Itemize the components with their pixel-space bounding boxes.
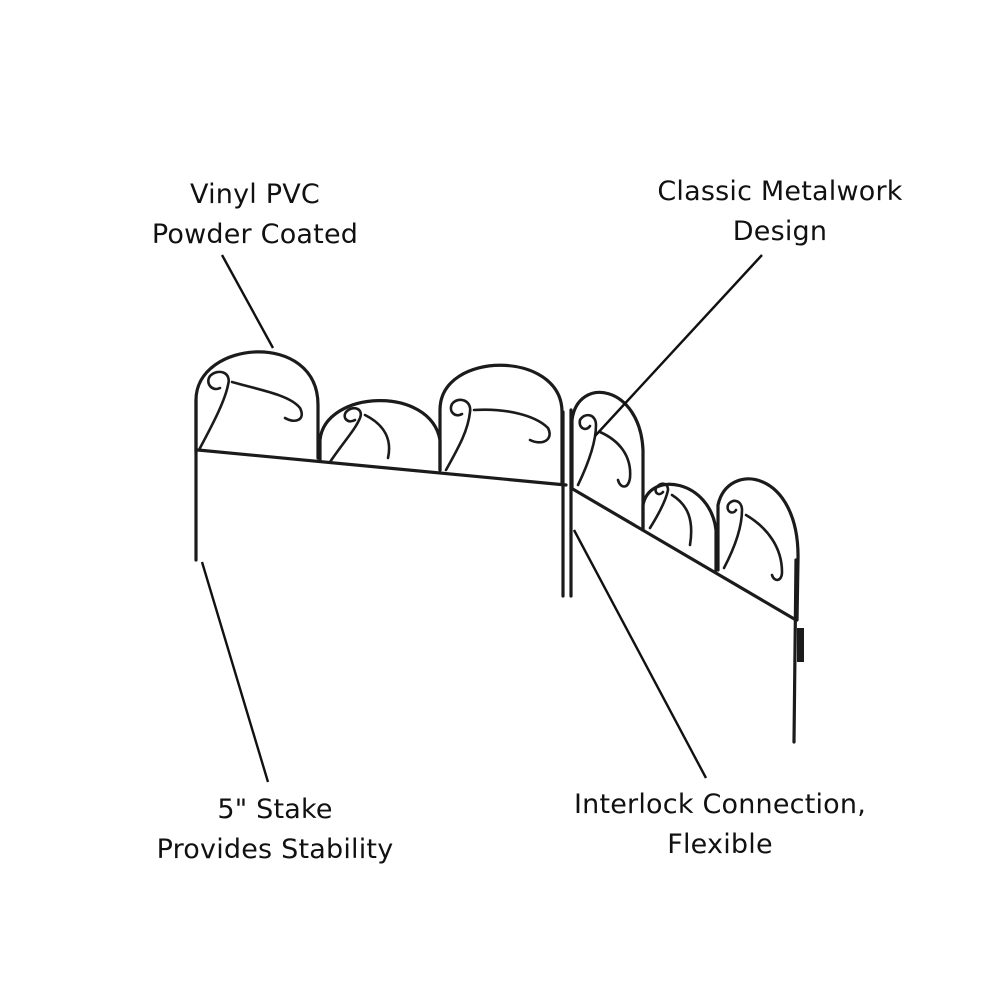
- left-panel-rail: [196, 448, 568, 487]
- right-arch-2: [641, 482, 718, 572]
- leader-line-metal: [594, 254, 763, 437]
- leader-line-lock: [572, 529, 708, 779]
- left-arch-1-scroll: [198, 370, 230, 450]
- right-arch-1-curl: [598, 430, 632, 488]
- right-panel-rail: [569, 486, 798, 622]
- left-arch-2-scroll: [328, 406, 363, 464]
- callout-pvc-coating: Vinyl PVC Powder Coated: [100, 175, 410, 255]
- right-end-clip: [797, 628, 804, 662]
- right-arch-1-scroll: [576, 413, 598, 487]
- callout-stake-line1: 5" Stake: [217, 794, 333, 825]
- right-arch-2-curl: [670, 493, 693, 547]
- left-arch-1: [194, 350, 320, 460]
- right-fence-panel: [569, 390, 804, 744]
- leader-line-pvc: [220, 254, 275, 349]
- left-arch-3: [438, 363, 564, 486]
- right-arch-3: [716, 477, 800, 622]
- callout-interlock: Interlock Connection, Flexible: [540, 785, 900, 865]
- callout-stake: 5" Stake Provides Stability: [120, 790, 430, 870]
- left-arch-2: [318, 399, 442, 472]
- callout-lock-line2: Flexible: [667, 829, 773, 860]
- left-arch-3-curl: [472, 408, 551, 444]
- callout-metal-line1: Classic Metalwork: [657, 176, 903, 207]
- callout-metalwork-design: Classic Metalwork Design: [615, 172, 945, 252]
- left-arch-3-scroll: [444, 398, 472, 472]
- left-arch-2-curl: [363, 413, 391, 460]
- left-fence-panel: [194, 350, 568, 598]
- callout-pvc-line1: Vinyl PVC: [190, 179, 320, 210]
- callout-metal-line2: Design: [732, 216, 828, 247]
- right-arch-3-scroll: [722, 499, 744, 570]
- leader-line-stake: [200, 561, 270, 783]
- left-arch-1-curl: [230, 380, 303, 422]
- right-arch-2-scroll: [648, 482, 670, 530]
- callout-stake-line2: Provides Stability: [156, 834, 394, 865]
- right-end-stake: [792, 558, 798, 744]
- callout-pvc-line2: Powder Coated: [151, 219, 359, 250]
- callout-lock-line1: Interlock Connection,: [573, 789, 866, 820]
- right-arch-3-curl: [744, 513, 784, 582]
- right-arch-1: [570, 390, 645, 532]
